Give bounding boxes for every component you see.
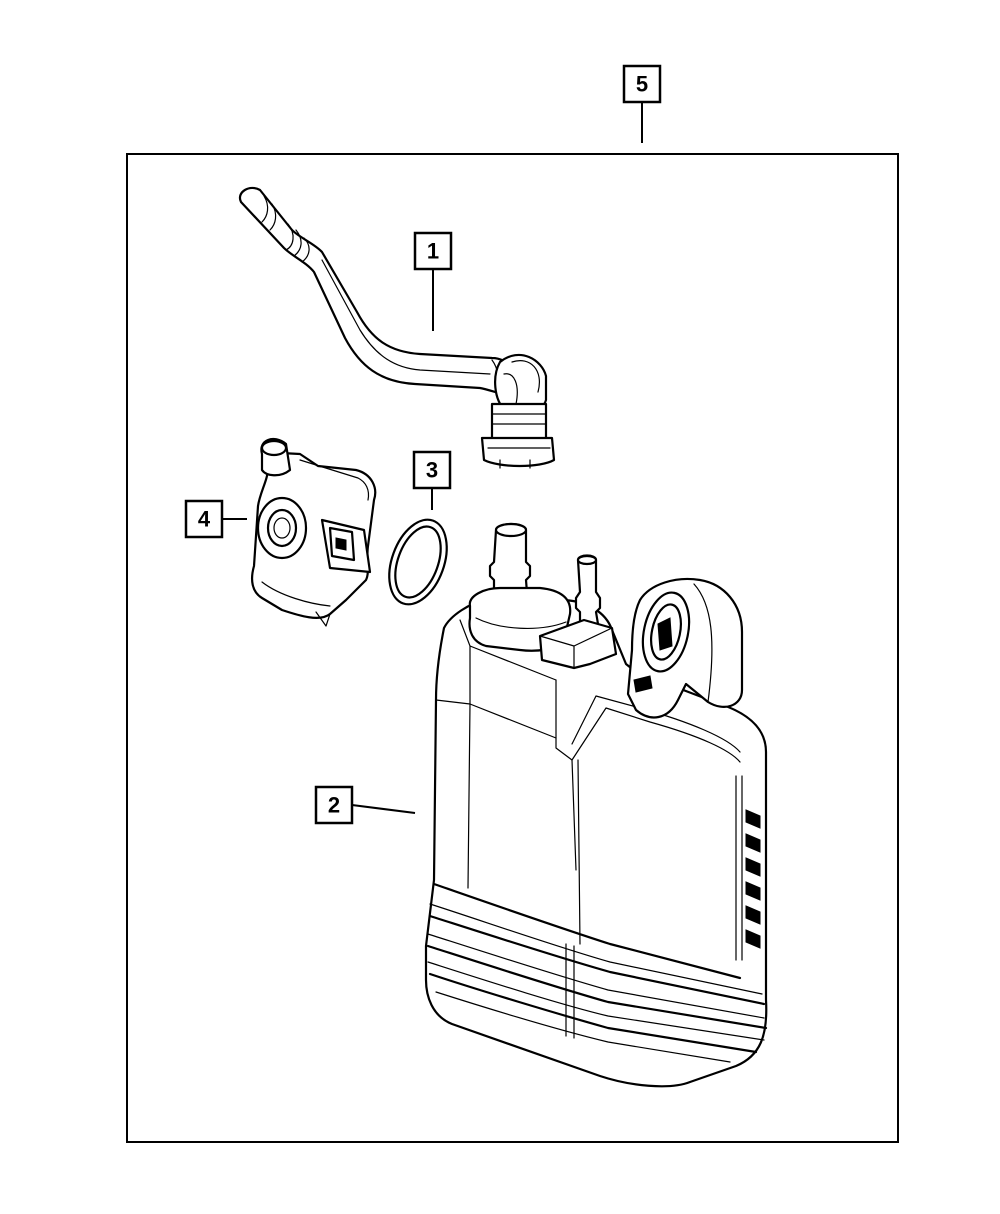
callout-2[interactable]: 2 bbox=[314, 785, 416, 825]
callout-3[interactable]: 3 bbox=[412, 450, 452, 510]
callout-2-label: 2 bbox=[328, 793, 340, 818]
vapor-canister[interactable] bbox=[424, 522, 768, 1088]
callout-4-label: 4 bbox=[198, 507, 211, 532]
callout-3-label: 3 bbox=[426, 458, 438, 483]
callout-5-label: 5 bbox=[636, 72, 648, 97]
o-ring-seal[interactable] bbox=[379, 512, 458, 612]
callout-1-label: 1 bbox=[427, 239, 439, 264]
assembly-frame bbox=[126, 153, 899, 1143]
callout-1[interactable]: 1 bbox=[413, 231, 453, 331]
purge-valve[interactable] bbox=[251, 437, 377, 627]
callout-4[interactable]: 4 bbox=[184, 499, 247, 539]
vapor-hose[interactable] bbox=[238, 186, 556, 469]
callout-5[interactable]: 5 bbox=[622, 64, 662, 143]
